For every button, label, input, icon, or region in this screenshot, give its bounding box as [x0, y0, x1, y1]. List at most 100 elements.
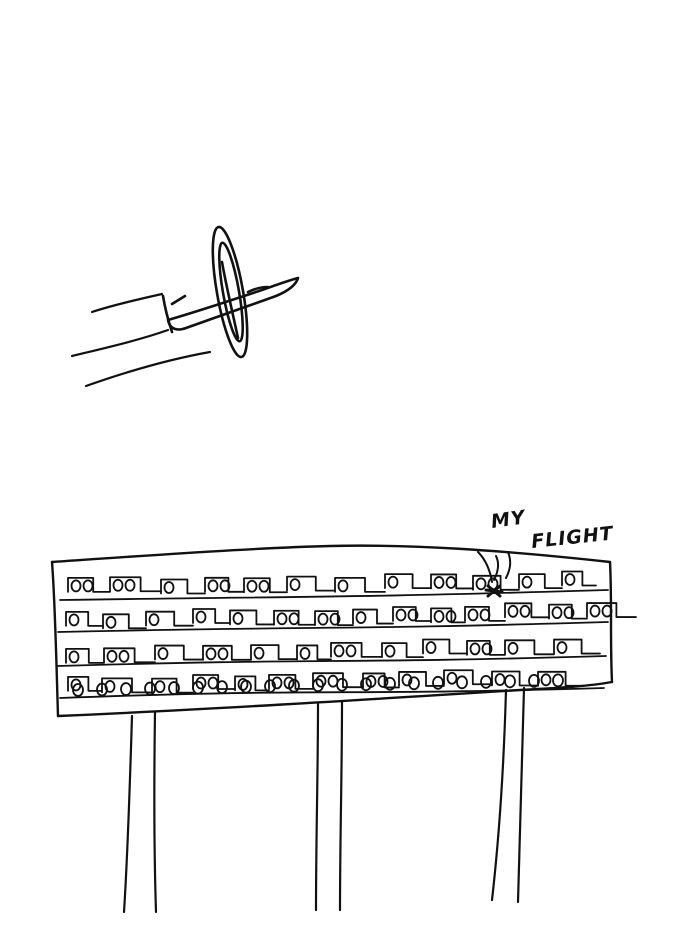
seat: [253, 646, 265, 660]
airplane-icon: [161, 225, 300, 359]
seat: [433, 610, 445, 623]
seat-back: [65, 647, 105, 664]
seat: [237, 677, 249, 691]
rail-circle: [336, 677, 348, 692]
seat: [329, 612, 341, 626]
seat-back: [160, 578, 206, 595]
seat-back: [67, 675, 103, 692]
rail-circle: [168, 681, 180, 695]
seat: [105, 615, 117, 629]
seat-back: [273, 609, 316, 626]
seat: [315, 674, 327, 688]
rail-circle: [312, 678, 324, 693]
seat-back: [102, 613, 147, 630]
support-legs: [122, 686, 526, 914]
seat: [246, 579, 258, 593]
seat: [112, 578, 124, 592]
seat: [540, 673, 552, 687]
seat-back: [381, 642, 424, 659]
seat: [556, 641, 568, 654]
seat-back: [504, 602, 550, 619]
seat-back: [192, 608, 231, 624]
seat: [106, 649, 118, 663]
seat-back: [464, 605, 506, 622]
seat: [148, 613, 160, 627]
seat-back: [443, 669, 493, 686]
seat-back: [229, 609, 275, 626]
seat-grid: [57, 570, 637, 699]
seat: [163, 581, 175, 594]
rail-circle: [72, 683, 84, 697]
seat-back: [145, 610, 194, 627]
row-line: [57, 655, 607, 667]
seat: [258, 579, 270, 593]
seat: [289, 578, 301, 591]
seat: [589, 604, 601, 618]
seat: [271, 676, 283, 690]
seat-back: [430, 573, 474, 590]
rail-circle: [264, 679, 276, 694]
rail-circle: [456, 675, 468, 690]
seat-back: [586, 602, 637, 618]
speed-lines: [70, 292, 212, 388]
seat-back: [398, 671, 445, 687]
seat-back: [103, 647, 156, 664]
seat: [469, 642, 481, 656]
seat: [82, 579, 94, 593]
seat: [337, 579, 349, 593]
seat-back: [466, 639, 506, 656]
seat: [395, 608, 407, 622]
rail-circle: [552, 673, 564, 688]
seat: [407, 608, 419, 622]
seat: [445, 610, 457, 623]
seat-back: [286, 575, 336, 592]
pointer-scribble: [477, 551, 512, 583]
seat-back: [384, 573, 432, 590]
seat-back: [518, 573, 563, 590]
rail-circle: [432, 675, 444, 690]
seat: [288, 612, 300, 626]
rail-circle: [144, 681, 156, 696]
rail-circle: [120, 682, 132, 696]
seat-back: [192, 674, 236, 690]
seat-back: [154, 644, 204, 661]
row-line: [57, 621, 609, 633]
seat-back: [314, 610, 354, 627]
seat: [446, 671, 458, 685]
seat: [475, 577, 487, 591]
seat: [157, 647, 169, 660]
seat: [232, 612, 244, 625]
seat: [387, 575, 399, 589]
seat-back: [352, 608, 394, 625]
seat: [401, 673, 413, 687]
seat: [317, 612, 329, 626]
seat: [521, 575, 533, 589]
my-seat-mark: [484, 584, 504, 598]
seat-back: [250, 644, 298, 661]
seat: [118, 649, 130, 663]
seat-back: [548, 603, 588, 620]
label-flight: FLIGHT: [530, 522, 615, 553]
label-my: MY: [490, 506, 529, 533]
seat: [205, 647, 217, 661]
seat: [601, 604, 613, 618]
seat: [519, 604, 531, 618]
seat-back: [204, 576, 245, 593]
seat-back: [67, 576, 111, 593]
seat: [564, 573, 576, 586]
seat: [377, 675, 389, 688]
rail-circle: [504, 674, 516, 689]
seat-back: [392, 606, 432, 622]
seat: [124, 578, 136, 592]
rail-circle: [384, 676, 396, 691]
seat: [276, 612, 288, 626]
seat-back: [561, 570, 597, 587]
rail-circle: [96, 682, 108, 697]
rail-circle: [360, 677, 372, 692]
seat-back: [553, 638, 601, 655]
rail-circle: [480, 674, 492, 689]
seat: [345, 644, 357, 658]
seat: [507, 604, 519, 618]
seat-back: [202, 644, 252, 661]
